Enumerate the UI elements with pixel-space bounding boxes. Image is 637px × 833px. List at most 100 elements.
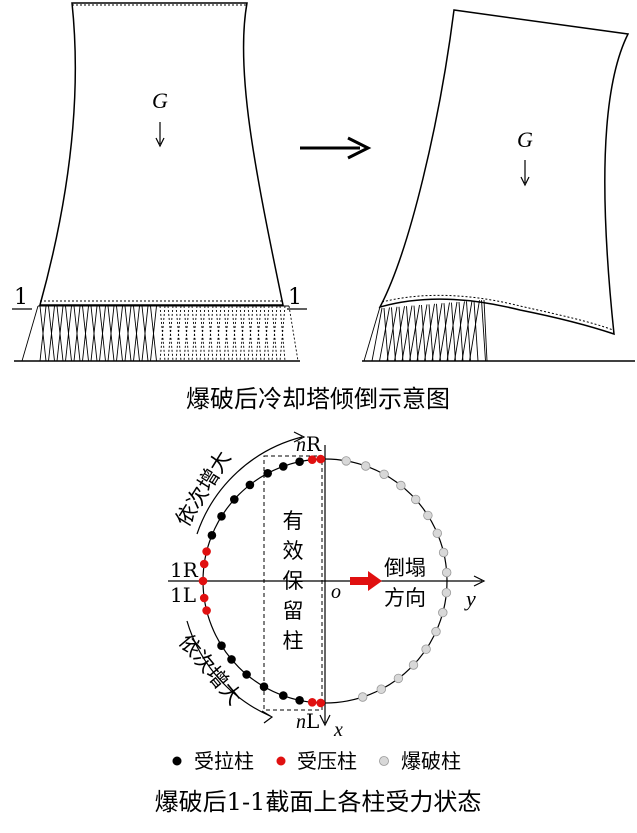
svg-text:效: 效 [283, 539, 304, 563]
svg-text:保: 保 [283, 569, 304, 593]
blasted-support [263, 305, 270, 362]
support-column [458, 301, 464, 362]
blasted-support [231, 305, 238, 362]
blasted-support [263, 305, 270, 362]
transition-arrow [300, 136, 372, 160]
support-column [99, 305, 106, 362]
blasted-support [199, 305, 206, 362]
blasted-column [379, 469, 389, 480]
support-column [466, 301, 471, 362]
support-column [379, 307, 390, 362]
blasted-column [408, 660, 419, 670]
support-column [150, 305, 157, 362]
label-1R: 1R [170, 558, 199, 582]
blasted-support [159, 305, 166, 362]
support-column [481, 300, 486, 362]
support-edge [21, 305, 39, 362]
increase-arc-bottom [186, 620, 271, 717]
support-column [428, 304, 434, 362]
support-column [421, 304, 426, 362]
section-diagram [168, 431, 486, 727]
blasted-support [255, 305, 262, 362]
support-column [48, 305, 55, 362]
blasted-support [271, 305, 278, 362]
support-column [107, 305, 115, 362]
legend-compression-marker [276, 756, 286, 766]
blasted-support [199, 305, 206, 362]
tension-column [279, 691, 288, 700]
collapse-label-line2: 方向 [384, 586, 426, 610]
blasted-column [423, 510, 433, 521]
support-column [446, 301, 458, 362]
blasted-column [438, 547, 449, 558]
blasted-support [183, 305, 190, 362]
compression-column [202, 547, 211, 556]
compression-column [316, 698, 326, 708]
increase-arc-top [196, 436, 303, 535]
blasted-support [279, 305, 286, 362]
collapse-label-line1: 倒塌 [384, 556, 426, 580]
support-column [401, 305, 413, 362]
support-column [383, 307, 389, 362]
legend-tension-label: 受拉柱 [194, 749, 254, 773]
blasted-column [442, 567, 452, 578]
compression-column [198, 576, 208, 586]
blasted-column [431, 626, 441, 637]
tower-after: G [362, 9, 635, 362]
tension-column [295, 696, 304, 705]
support-column [39, 305, 47, 362]
tension-column [217, 512, 226, 521]
legend: 受拉柱 受压柱 爆破柱 [172, 749, 461, 773]
support-columns [21, 305, 299, 362]
blasted-support [215, 305, 222, 362]
blasted-support [167, 305, 174, 362]
blasted-support [183, 305, 190, 362]
blasted-column [361, 461, 371, 471]
blasted-support [175, 305, 182, 362]
bottom-caption: 爆破后1-1截面上各柱受力状态 [155, 788, 482, 816]
gravity-label-after: G [517, 127, 533, 152]
svg-text:柱: 柱 [283, 629, 304, 653]
support-edge [288, 305, 299, 362]
support-column [461, 300, 473, 362]
support-column [473, 300, 479, 362]
blasted-support [223, 305, 230, 362]
support-column [82, 305, 89, 362]
support-column [416, 304, 428, 362]
support-column [371, 307, 383, 362]
blasted-column [376, 684, 387, 694]
origin-label: o [331, 581, 341, 603]
blasted-support [167, 305, 174, 362]
blasted-support [271, 305, 278, 362]
blasted-column [393, 673, 404, 684]
compression-column [202, 606, 211, 615]
label-1L: 1L [170, 583, 196, 607]
support-column [424, 303, 435, 362]
blasted-column [441, 588, 452, 598]
increase-label-bottom: 依次增大 [174, 630, 246, 710]
blasted-support [247, 305, 254, 362]
blasted-column [438, 607, 448, 618]
tension-column [245, 480, 255, 490]
blasted-support [255, 305, 262, 362]
remaining-supports [363, 299, 488, 362]
support-column [443, 303, 449, 362]
support-column [469, 300, 480, 362]
tension-column [295, 457, 304, 467]
support-column [406, 306, 411, 362]
support-column [451, 302, 456, 362]
blasted-support [191, 305, 198, 362]
legend-blasted-label: 爆破柱 [401, 749, 461, 773]
blasted-column [421, 644, 431, 654]
support-edge [363, 306, 381, 362]
support-column [436, 303, 441, 362]
support-column [394, 306, 405, 362]
blasted-column [358, 692, 368, 702]
blasted-support [175, 305, 182, 362]
blasted-support [239, 305, 246, 362]
tower-before: G 1 1 [12, 2, 307, 362]
effective-columns-label: 有 效 保 留 柱 [283, 509, 304, 653]
legend-compression-label: 受压柱 [297, 749, 357, 773]
blasted-column [411, 494, 421, 505]
